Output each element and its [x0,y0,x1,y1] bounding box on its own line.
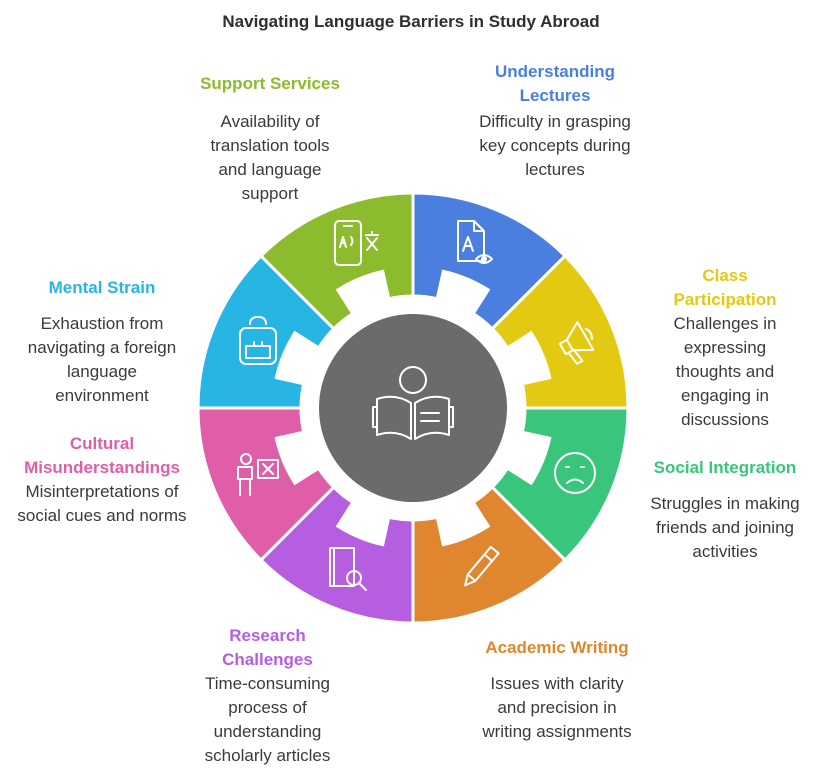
segment-cultural [196,406,336,563]
center-circle [319,314,507,502]
heading-cultural: Cultural Misunderstandings [24,434,180,477]
megaphone-icon [558,321,595,365]
segment-social [490,406,630,563]
description-support: Availability of translation tools and la… [210,112,330,203]
heading-writing: Academic Writing [485,638,629,657]
label-social: Social Integration Struggles in making f… [630,456,820,564]
label-lectures: Understanding Lectures Difficulty in gra… [460,60,650,182]
description-research: Time-consuming process of understanding … [204,674,331,765]
reader-book-icon [372,366,454,440]
person-x-icon [237,453,279,496]
heading-mental: Mental Strain [48,278,156,297]
label-participation: Class Participation Challenges in expres… [630,264,820,432]
description-lectures: Difficulty in grasping key concepts duri… [479,112,631,179]
translate-phone-icon [334,220,379,266]
label-cultural: Cultural Misunderstandings Misinterpreta… [6,432,198,528]
label-support: Support Services Availability of transla… [170,72,370,206]
description-cultural: Misinterpretations of social cues and no… [17,482,187,525]
sad-face-icon [554,452,596,494]
segment-participation [490,253,630,410]
segment-mental [196,253,336,410]
pen-icon [464,545,500,587]
heading-support: Support Services [200,74,340,93]
label-mental: Mental Strain Exhaustion from navigating… [6,276,198,408]
backpack-icon [239,316,277,365]
description-social: Struggles in making friends and joining … [650,494,800,561]
description-writing: Issues with clarity and precision in wri… [482,674,632,741]
segment-research [258,485,415,625]
heading-social: Social Integration [653,458,797,477]
heading-research: Research Challenges [222,626,313,669]
segment-support [258,191,415,331]
document-eye-icon [457,220,493,264]
diagram-title: Navigating Language Barriers in Study Ab… [222,12,600,31]
description-participation: Challenges in expressing thoughts and en… [673,314,777,429]
heading-participation: Class Participation [673,266,777,309]
heading-lectures: Understanding Lectures [495,62,615,105]
description-mental: Exhaustion from navigating a foreign lan… [27,314,177,405]
book-search-icon [329,547,367,591]
label-research: Research Challenges Time-consuming proce… [170,624,365,768]
label-writing: Academic Writing Issues with clarity and… [462,636,652,744]
segment-writing [411,485,568,625]
